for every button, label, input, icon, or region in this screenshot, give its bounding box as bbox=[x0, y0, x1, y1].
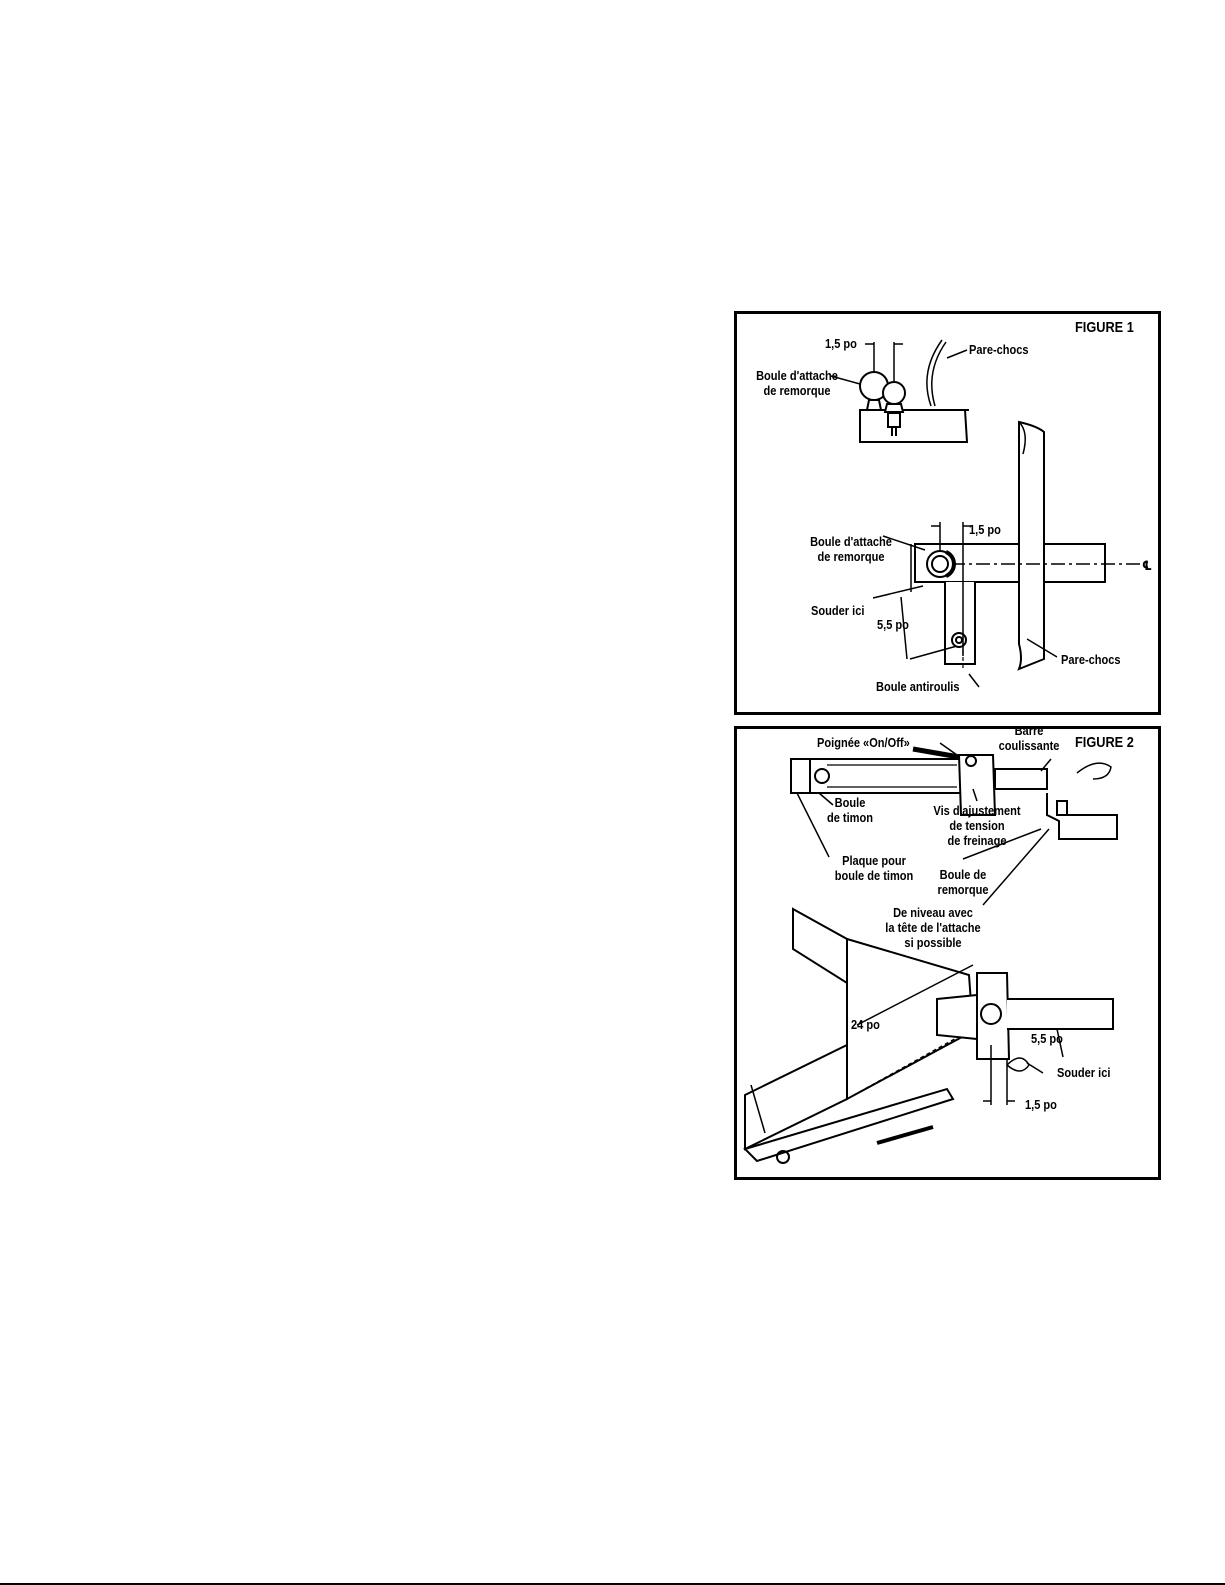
lower-dimension-marks bbox=[872, 522, 1058, 688]
bumper-top-leader bbox=[946, 349, 968, 359]
dimension-label-1-5-top: 1,5 po bbox=[825, 336, 857, 351]
label-slide-bar: Barre coulissante bbox=[998, 723, 1060, 753]
figure-1-panel: FIGURE 1 1,5 po Boule d'attache de remor… bbox=[734, 311, 1161, 715]
bumper-arc-top bbox=[926, 339, 947, 407]
figure-2-panel: FIGURE 2 Poignée «On/Off» Barre coulissa… bbox=[734, 723, 1161, 1180]
label-sway-ball: Boule antiroulis bbox=[876, 679, 960, 694]
dimension-label-1-5-mid: 1,5 po bbox=[969, 522, 1001, 537]
hitch-top-view bbox=[914, 420, 1141, 671]
dimension-label-5-5: 5,5 po bbox=[877, 617, 909, 632]
label-level-note: De niveau avec la tête de l'attache si p… bbox=[885, 905, 981, 950]
figure-2-drawing bbox=[743, 742, 1118, 1164]
dimension-label-1-5: 1,5 po bbox=[1025, 1097, 1057, 1112]
label-on-off-handle: Poignée «On/Off» bbox=[817, 735, 910, 750]
centerline-symbol: ℄ bbox=[1142, 558, 1152, 573]
hitch-ball-side-view bbox=[859, 371, 969, 443]
trailer-tongue-perspective bbox=[743, 907, 1114, 1164]
label-ball-mid: Boule d'attache de remorque bbox=[810, 534, 892, 564]
label-ball-top: Boule d'attache de remorque bbox=[756, 368, 838, 398]
label-adjust-screw: Vis d'ajustement de tension de freinage bbox=[933, 803, 1021, 848]
label-bumper-top: Pare-chocs bbox=[969, 342, 1029, 357]
label-trailer-ball: Boule de remorque bbox=[937, 867, 989, 897]
dimension-label-5-5: 5,5 po bbox=[1031, 1031, 1063, 1046]
figure-1-drawing bbox=[830, 339, 1141, 688]
label-bumper-side: Pare-chocs bbox=[1061, 652, 1121, 667]
sway-control-unit bbox=[790, 746, 1118, 840]
dimension-label-24: 24 po bbox=[851, 1017, 880, 1032]
page-bottom-rule bbox=[0, 1583, 1225, 1585]
label-tongue-ball: Boule de timon bbox=[826, 795, 874, 825]
label-tongue-plate: Plaque pour boule de timon bbox=[834, 853, 914, 883]
label-weld-here: Souder ici bbox=[811, 603, 865, 618]
figure-2-title: FIGURE 2 bbox=[1075, 734, 1134, 751]
figure-2-top-leaders bbox=[796, 742, 1052, 906]
figure-1-title: FIGURE 1 bbox=[1075, 319, 1134, 336]
top-dimension-marks bbox=[830, 342, 903, 385]
label-weld-here-2: Souder ici bbox=[1057, 1065, 1111, 1080]
figure-2-lower-leaders bbox=[750, 964, 1064, 1134]
